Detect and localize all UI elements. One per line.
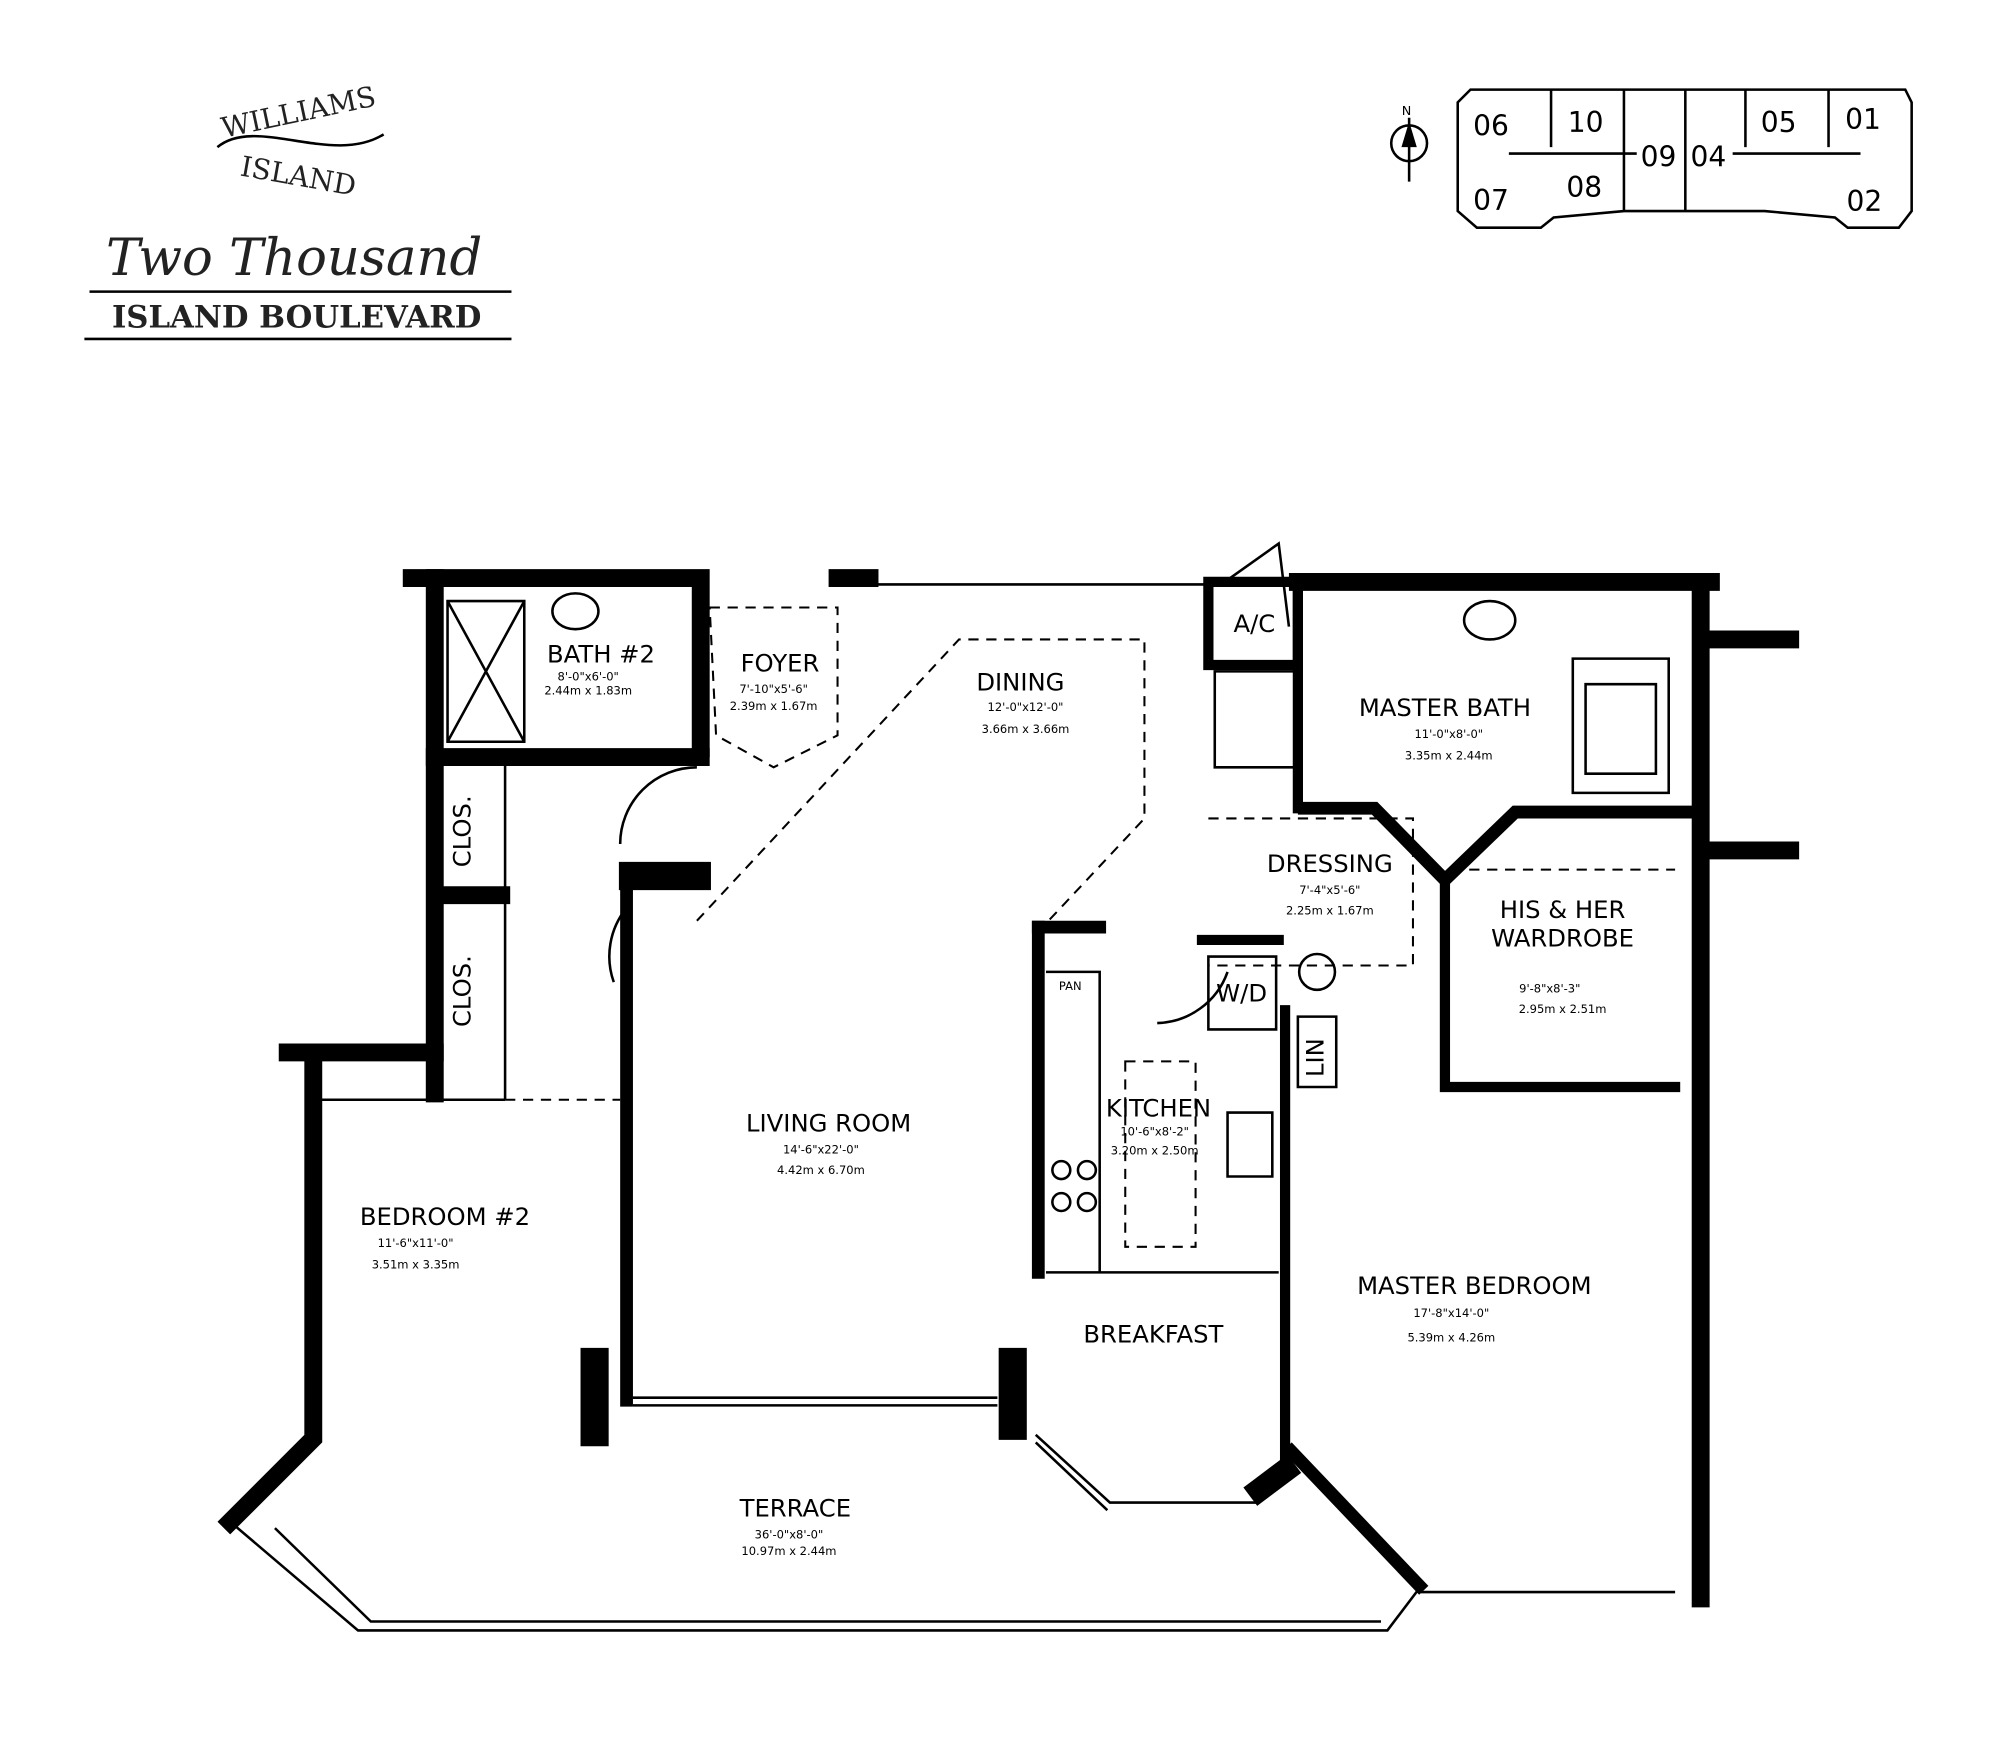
room-name: FOYER xyxy=(741,648,820,677)
room-name-line1: HIS & HER xyxy=(1500,895,1626,924)
room-dim-imperial: 11'-6"x11'-0" xyxy=(378,1236,454,1250)
unit-09: 09 xyxy=(1641,140,1677,173)
room-kitchen: KITCHEN 10'-6"x8'-2" 3.20m x 2.50m xyxy=(1106,1093,1211,1157)
unit-04: 04 xyxy=(1690,140,1726,173)
room-dim-imperial: 7'-4"x5'-6" xyxy=(1299,883,1360,897)
north-label: N xyxy=(1402,104,1412,119)
room-name: DINING xyxy=(976,668,1064,697)
room-name: KITCHEN xyxy=(1106,1093,1211,1122)
room-bedroom-2: BEDROOM #2 11'-6"x11'-0" 3.51m x 3.35m xyxy=(360,1202,530,1271)
logo-island-boulevard: ISLAND BOULEVARD xyxy=(112,299,481,335)
room-bath-2: BATH #2 8'-0"x6'-0" 2.44m x 1.83m xyxy=(544,639,655,697)
room-dim-metric: 2.95m x 2.51m xyxy=(1519,1002,1607,1016)
room-name-line2: WARDROBE xyxy=(1491,923,1634,952)
north-arrow-icon xyxy=(1389,117,1429,182)
room-wardrobe: HIS & HER WARDROBE 9'-8"x8'-3" 2.95m x 2… xyxy=(1491,895,1634,1016)
walls xyxy=(217,569,1800,1608)
room-dim-imperial: 14'-6"x22'-0" xyxy=(783,1142,859,1156)
room-dim-imperial: 36'-0"x8'-0" xyxy=(755,1527,824,1541)
room-name: MASTER BEDROOM xyxy=(1357,1271,1591,1300)
unit-07: 07 xyxy=(1473,184,1509,217)
room-terrace: TERRACE 36'-0"x8'-0" 10.97m x 2.44m xyxy=(739,1494,851,1558)
key-plan: N 06 10 09 04 05 01 07 08 02 xyxy=(1389,88,1913,229)
unit-10: 10 xyxy=(1568,106,1604,139)
room-name: DRESSING xyxy=(1267,849,1393,878)
room-dim-metric: 2.39m x 1.67m xyxy=(730,699,818,713)
room-dim-metric: 3.66m x 3.66m xyxy=(982,722,1070,736)
room-foyer: FOYER 7'-10"x5'-6" 2.39m x 1.67m xyxy=(730,648,820,712)
room-washer-dryer: W/D xyxy=(1216,978,1267,1007)
room-dim-metric: 5.39m x 4.26m xyxy=(1407,1330,1495,1344)
room-name: TERRACE xyxy=(739,1494,851,1523)
room-dim-imperial: 11'-0"x8'-0" xyxy=(1414,727,1483,741)
room-dim-metric: 3.35m x 2.44m xyxy=(1405,749,1493,763)
room-linen: LIN xyxy=(1300,1038,1329,1077)
logo-swash xyxy=(216,133,385,149)
room-name: LIVING ROOM xyxy=(746,1109,911,1138)
room-dim-imperial: 10'-6"x8'-2" xyxy=(1120,1125,1189,1139)
room-name: MASTER BATH xyxy=(1359,693,1531,722)
room-master-bedroom: MASTER BEDROOM 17'-8"x14'-0" 5.39m x 4.2… xyxy=(1357,1271,1591,1344)
logo-williams: WILLIAMS xyxy=(218,80,378,145)
unit-02: 02 xyxy=(1846,185,1882,218)
room-name: BATH #2 xyxy=(547,639,655,668)
room-dim-imperial: 17'-8"x14'-0" xyxy=(1413,1306,1489,1320)
building-outline xyxy=(1456,88,1913,229)
unit-01: 01 xyxy=(1845,103,1881,136)
room-dim-imperial: 8'-0"x6'-0" xyxy=(558,669,619,683)
room-dim-imperial: 9'-8"x8'-3" xyxy=(1519,981,1580,995)
logo: WILLIAMS ISLAND Two Thousand ISLAND BOUL… xyxy=(84,80,512,341)
room-ac: A/C xyxy=(1234,609,1276,638)
room-dressing: DRESSING 7'-4"x5'-6" 2.25m x 1.67m xyxy=(1267,849,1393,917)
room-master-bath: MASTER BATH 11'-0"x8'-0" 3.35m x 2.44m xyxy=(1359,693,1531,762)
room-dim-imperial: 12'-0"x12'-0" xyxy=(988,700,1064,714)
unit-06: 06 xyxy=(1473,110,1509,143)
room-dining: DINING 12'-0"x12'-0" 3.66m x 3.66m xyxy=(976,668,1069,736)
room-dim-metric: 2.44m x 1.83m xyxy=(544,683,632,697)
logo-two-thousand: Two Thousand xyxy=(106,229,482,288)
room-name: BEDROOM #2 xyxy=(360,1202,530,1231)
room-clos-1: CLOS. xyxy=(448,795,477,867)
room-breakfast: BREAKFAST xyxy=(1083,1320,1223,1349)
room-dim-metric: 3.51m x 3.35m xyxy=(372,1258,460,1272)
room-dim-metric: 4.42m x 6.70m xyxy=(777,1163,865,1177)
unit-05: 05 xyxy=(1761,106,1797,139)
logo-island: ISLAND xyxy=(238,150,358,203)
room-dim-metric: 2.25m x 1.67m xyxy=(1286,903,1374,917)
room-dim-metric: 3.20m x 2.50m xyxy=(1111,1144,1199,1158)
room-living: LIVING ROOM 14'-6"x22'-0" 4.42m x 6.70m xyxy=(746,1109,911,1177)
room-clos-2: CLOS. xyxy=(448,955,477,1027)
room-pantry: PAN xyxy=(1059,979,1082,993)
room-dim-imperial: 7'-10"x5'-6" xyxy=(739,682,808,696)
room-dim-metric: 10.97m x 2.44m xyxy=(741,1544,836,1558)
unit-08: 08 xyxy=(1566,171,1602,204)
fixtures xyxy=(229,541,1676,1632)
